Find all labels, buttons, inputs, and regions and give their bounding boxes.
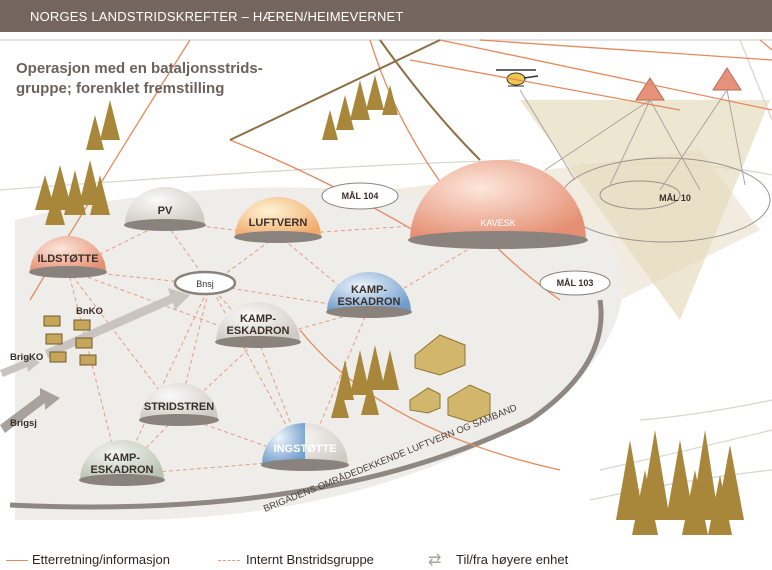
brigsj-label: Brigsj	[10, 418, 37, 429]
dome-label: KAMP-	[104, 452, 140, 464]
dome-label: ESKADRON	[338, 296, 401, 308]
header-bar: NORGES LANDSTRIDSKREFTER – HÆREN/HEIMEVE…	[0, 0, 772, 32]
subtitle-line-2: gruppe; forenklet fremstilling	[16, 80, 224, 97]
legend-item-higher: Til/fra høyere enhet	[456, 552, 569, 567]
dome-stridstren: STRIDSTREN	[139, 383, 219, 426]
dome-label: STRIDSTREN	[144, 401, 214, 413]
dome-label: ILDSTØTTE	[37, 253, 98, 265]
target-mal104: MÅL 104	[321, 182, 399, 210]
dome-label: KAMP-	[240, 313, 276, 325]
dome-kamp-right: KAMP- ESKADRON	[326, 272, 412, 318]
dome-label: PV	[158, 205, 173, 217]
dome-luftvern: LUFTVERN	[234, 197, 322, 243]
legend-item-internal: Internt Bnstridsgruppe	[246, 552, 374, 567]
dome-label: KAMP-	[351, 284, 387, 296]
subtitle-line-1: Operasjon med en bataljonsstrids-	[16, 60, 263, 77]
dome-label: ESKADRON	[227, 325, 290, 337]
target-label: MÅL 103	[557, 278, 594, 288]
forest-center	[331, 345, 399, 418]
forest-top	[322, 75, 398, 140]
brigade-arc	[9, 299, 604, 510]
legend-line-dashed	[218, 560, 240, 561]
dome-ingstotte: INGSTØTTE	[261, 423, 349, 471]
ridge-line	[229, 39, 481, 161]
legend-item-intel: Etterretning/informasjon	[32, 552, 171, 567]
dome-label: KAVESK	[480, 218, 515, 228]
bnsj-label: Bnsj	[196, 279, 214, 289]
dome-pv: PV	[124, 187, 206, 231]
observation-cone	[520, 100, 770, 320]
bnko-label: BnKO	[76, 306, 103, 317]
forest-bottom-right	[616, 430, 744, 535]
command-post-blocks	[43, 315, 97, 366]
triangle-marker-2	[712, 67, 742, 91]
dome-kamp-left: KAMP- ESKADRON	[79, 440, 165, 486]
legend-line-solid	[6, 560, 28, 561]
target-label: MÅL 104	[342, 191, 379, 201]
legend: Etterretning/informasjon Internt Bnstrid…	[0, 549, 772, 569]
diagram-canvas: PV LUFTVERN ILDSTØTTE KAMP- ESKADRON KAM…	[0, 39, 772, 535]
dome-label: ESKADRON	[91, 464, 154, 476]
forest-left	[35, 100, 120, 225]
helicopter-icon	[496, 69, 539, 87]
dome-ildstotte: ILDSTØTTE	[29, 236, 107, 278]
triangle-marker-1	[635, 77, 665, 101]
target-mal10-label: MÅL 10	[659, 193, 691, 203]
dome-label: LUFTVERN	[249, 217, 308, 229]
target-mal103: MÅL 103	[539, 270, 611, 296]
buildings	[409, 334, 491, 423]
brigko-label: BrigKO	[10, 352, 43, 363]
target-lines	[519, 89, 746, 191]
dome-kamp-center: KAMP- ESKADRON	[215, 302, 301, 348]
dome-kavesk: KAVESK	[408, 160, 588, 249]
bnsj-node: Bnsj	[173, 270, 237, 296]
double-arrow-icon: ⇄	[428, 552, 442, 569]
header-title: NORGES LANDSTRIDSKREFTER – HÆREN/HEIMEVE…	[30, 9, 404, 24]
dome-label: INGSTØTTE	[274, 443, 337, 455]
operation-area	[15, 187, 623, 521]
